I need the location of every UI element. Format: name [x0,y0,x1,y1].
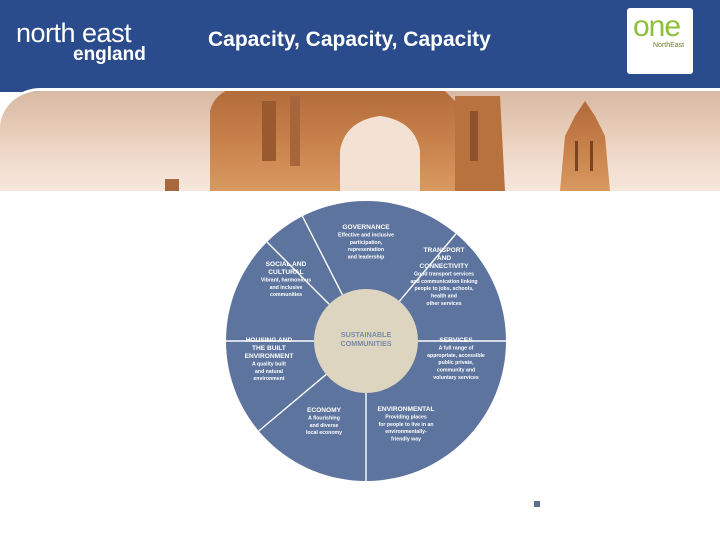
segment-dividers [226,215,506,481]
one-logo-sub: NorthEast [653,42,685,49]
logo-line2: england [73,44,146,65]
abbey-ruins-banner [0,88,720,191]
slide-title: Capacity, Capacity, Capacity [208,28,491,51]
segment-divider [398,233,457,302]
header-bar: north east england Capacity, Capacity, C… [0,0,720,92]
one-logo-word: one [633,10,681,43]
logo-line1: north east [16,18,132,48]
bullet-marker [534,501,540,507]
north-east-england-logo: north east england [16,18,146,65]
segment-divider [301,215,344,295]
ruins-image [165,91,610,191]
segment-divider [258,373,327,432]
center-circle [314,289,418,393]
segment-divider [266,241,330,305]
one-northeast-logo: one NorthEast [627,8,693,74]
